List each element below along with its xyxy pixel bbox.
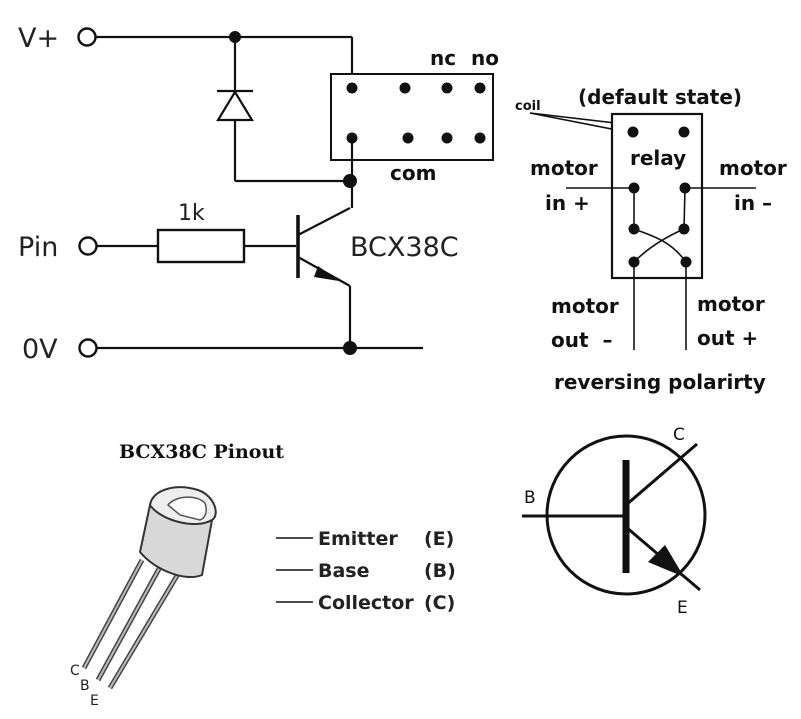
pinout-section: BCX38C Pinout C B E Emitter (E) Base (B)… [70,441,456,709]
motor-in-plus-line1: motor [530,156,598,180]
pin-label: Pin [18,232,58,263]
default-state-label: (default state) [578,85,742,109]
zero-v-label: 0V [22,334,58,365]
symbol-c-label: C [673,425,685,445]
motor-in-minus-line1: motor [719,156,787,180]
symbol-b-label: B [524,488,536,508]
motor-out-minus-line2: out – [551,328,612,352]
leg-b-label: B [80,678,90,694]
collector-label: Collector [318,592,414,614]
resistor-label: 1k [178,201,205,226]
pinout-title: BCX38C Pinout [119,441,284,463]
pin-terminal [78,236,98,256]
relay-no-label: no [471,46,499,70]
to92-package-illustration [81,486,217,690]
npn-symbol: B C E [522,425,707,618]
emitter-label: Emitter [318,528,398,550]
flyback-diode [216,37,350,183]
npn-transistor-bcx38c [296,207,352,347]
relay-component: nc no com [330,46,499,185]
motor-in-minus-line2: in – [734,191,772,215]
motor-out-minus-line1: motor [551,294,619,318]
base-code: (B) [424,560,456,582]
leg-e-label: E [90,693,99,709]
relay-com-label: com [390,161,436,185]
motor-in-plus-line2: in + [545,191,590,215]
collector-code: (C) [424,592,455,614]
resistor-1k [156,228,246,264]
zero-v-terminal [78,338,98,358]
motor-out-plus-line2: out + [697,326,758,350]
vplus-label: V+ [18,23,59,54]
motor-out-plus-line1: motor [697,292,765,316]
relay-nc-label: nc [430,46,456,70]
reversing-caption: reversing polarirty [554,370,766,394]
collector-junction-dot [343,174,357,188]
relay-outline [610,112,704,280]
emitter-code: (E) [424,528,454,550]
transistor-label: BCX38C [350,232,459,263]
emitter-junction-dot [343,341,357,355]
relay-center-label: relay [630,146,686,170]
leg-c-label: C [70,663,80,679]
base-label: Base [318,560,370,582]
vplus-terminal [77,27,97,47]
coil-label: coil [515,99,541,114]
reversing-relay-wiring: (default state) coil relay motor in + mo… [515,85,787,394]
relay-driver-circuit: V+ nc no com [18,23,499,365]
symbol-e-label: E [677,598,688,618]
